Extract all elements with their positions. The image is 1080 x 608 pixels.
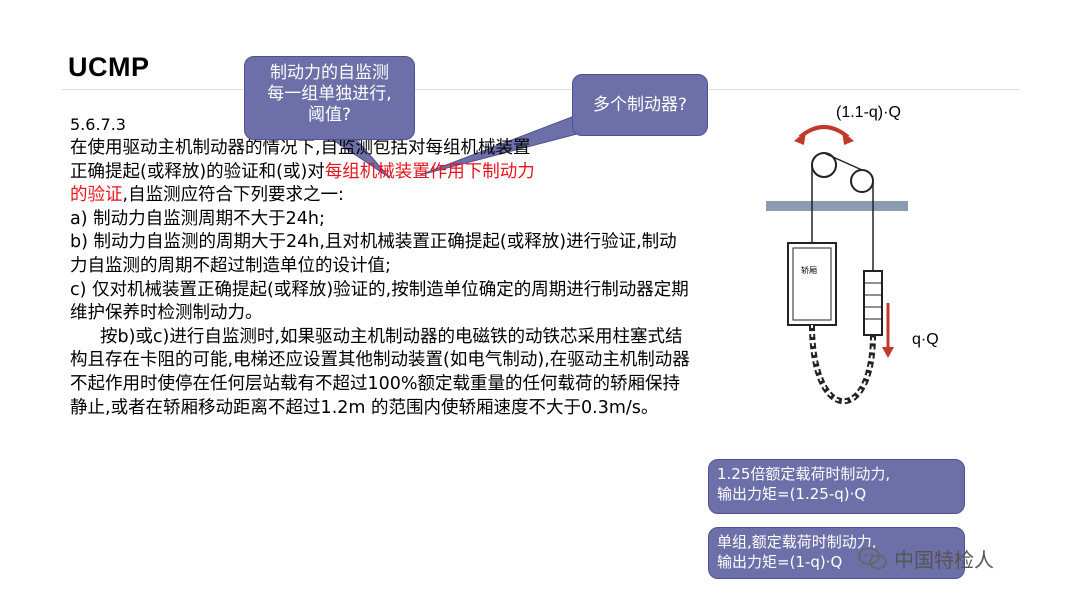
rope-top [823, 152, 863, 171]
clause-number: 5.6.7.3 [70, 115, 126, 134]
counterweight-force-label: q·Q [912, 331, 939, 348]
paragraph-1-line-2: 正确提起(或释放)的验证和(或)对 [70, 161, 325, 182]
callout-rated-125: 1.25倍额定载荷时制动力, 输出力矩=(1.25-q)·Q [708, 459, 965, 514]
callout-line: 输出力矩=(1-q)·Q [717, 553, 843, 571]
top-force-label: (1.1-q)·Q [836, 104, 901, 121]
callout-line: 每一组单独进行, [267, 84, 392, 104]
callout-line: 制动力的自监测 [270, 63, 389, 83]
elevator-car [787, 242, 837, 326]
rotation-arrowhead-right [842, 131, 854, 145]
list-item-a: a) 制动力自监测周期不大于24h; [70, 208, 325, 229]
highlight-text-1: 每组机械装置作用下制动力 [324, 161, 535, 182]
car-label: 轿厢 [801, 265, 817, 275]
rotation-arrowhead-left [794, 131, 806, 145]
deflector-sheave [850, 169, 874, 193]
clause-text: 5.6.7.3 在使用驱动主机制动器的情况下,自监测包括对每组机械装置正确提起(… [70, 113, 690, 420]
paragraph-1: 在使用驱动主机制动器的情况下,自监测包括对每组机械装置正确提起(或释放)的验证和… [70, 137, 690, 208]
callout-single-group: 单组,额定载荷时制动力, 输出力矩=(1-q)·Q [708, 527, 965, 579]
list-item-c: c) 仅对机械装置正确提起(或释放)验证的,按制造单位确定的周期进行制动器定期维… [70, 279, 689, 324]
callout-multi-brake: 多个制动器? [572, 74, 708, 136]
wechat-icon [858, 546, 887, 569]
list-item-b: b) 制动力自监测的周期大于24h,且对机械装置正确提起(或释放)进行验证,制动… [70, 232, 677, 276]
paragraph-1-line-1: 在使用驱动主机制动器的情况下,自监测包括对每组机械装置 [70, 138, 531, 158]
callout-line: 阈值? [307, 105, 352, 125]
elevator-diagram: 轿厢 [766, 125, 908, 405]
watermark: 中国特检人 [858, 544, 994, 573]
title-rule [62, 89, 1020, 90]
elevator-car-inner [792, 247, 832, 321]
paragraph-1-tail: ,自监测应符合下列要求之一: [122, 185, 344, 206]
rotation-arrow-icon [798, 125, 850, 139]
counterweight [863, 270, 883, 336]
watermark-text: 中国特检人 [894, 548, 994, 572]
machine-room-floor [766, 201, 908, 211]
callout-self-monitor: 制动力的自监测 每一组单独进行, 阈值? [244, 56, 415, 140]
highlight-text-2: 的验证 [70, 185, 123, 206]
callout-line: 输出力矩=(1.25-q)·Q [717, 485, 867, 503]
compensation-chain [809, 324, 876, 405]
callout-line: 单组,额定载荷时制动力, [717, 533, 877, 551]
slide-title: UCMP [68, 52, 150, 82]
paragraph-2: 按b)或c)进行自监测时,如果驱动主机制动器的电磁铁的动铁芯采用柱塞式结构且存在… [70, 326, 690, 418]
callout-line: 1.25倍额定载荷时制动力, [717, 465, 891, 483]
